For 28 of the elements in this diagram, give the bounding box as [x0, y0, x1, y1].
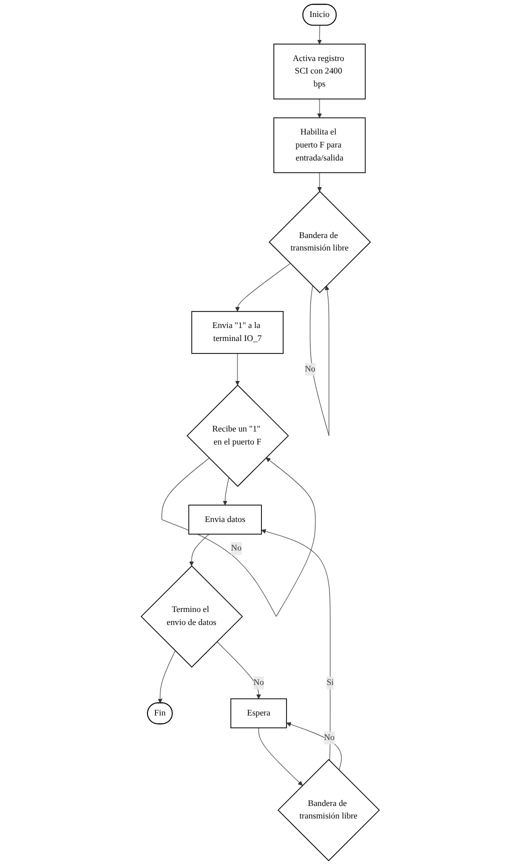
arrow [310, 286, 330, 436]
arrow [258, 728, 302, 786]
edge-label: No [253, 678, 264, 688]
node-box: Espera [230, 698, 287, 728]
edge-label: Si [326, 678, 334, 688]
node-box: Activa registro SCI con 2400 bps [273, 44, 366, 100]
node-box: Envia datos [188, 504, 262, 535]
arrow [316, 98, 322, 118]
arrow [216, 641, 261, 699]
edge-label: No [304, 364, 316, 374]
edge-label: No [230, 544, 242, 553]
arrow [157, 650, 176, 704]
node-box: Habilita el puerto F para entrada/salida [273, 117, 366, 174]
arrow [316, 25, 322, 44]
node-box: Envia "1" a la terminal IO_7 [191, 311, 284, 354]
node-diamond: Recibe un "1" en el puerto F [186, 384, 289, 487]
arrow [286, 722, 342, 770]
arrow [222, 477, 229, 506]
edge-label: No [324, 732, 334, 742]
node-diamond: Bandera de transmisión libre [268, 190, 371, 294]
node-diamond: Bandera de transmisión libre [277, 759, 380, 862]
node-diamond: Termino el envio de datos [140, 565, 243, 668]
arrow [188, 534, 210, 566]
arrow [234, 263, 290, 312]
arrow [260, 529, 330, 762]
arrow [161, 458, 316, 617]
arrow [316, 172, 322, 192]
arrow [234, 353, 240, 386]
